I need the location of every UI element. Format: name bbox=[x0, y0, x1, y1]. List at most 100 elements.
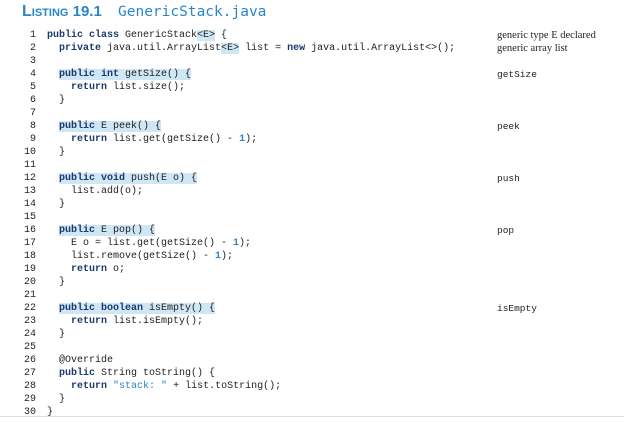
line-number: 25 bbox=[23, 342, 36, 353]
code-token: public int bbox=[59, 69, 120, 80]
code-token: } bbox=[47, 407, 54, 418]
code-token: return bbox=[71, 264, 108, 275]
code-token: 1 bbox=[233, 238, 240, 249]
code-token bbox=[47, 225, 59, 236]
line-number: 5 bbox=[29, 82, 36, 93]
code-text: } bbox=[47, 276, 65, 289]
code-text: } bbox=[47, 146, 65, 159]
code-text: return "stack: " + list.toString(); bbox=[47, 380, 281, 393]
line-number: 20 bbox=[23, 277, 36, 288]
code-text: public E pop() { bbox=[47, 224, 156, 237]
code-token: } bbox=[47, 199, 66, 210]
code-token bbox=[47, 303, 59, 314]
code-text: public boolean isEmpty() { bbox=[47, 302, 216, 315]
code-text: return list.get(getSize() - 1); bbox=[47, 133, 257, 146]
code-token bbox=[47, 121, 59, 132]
code-token bbox=[47, 134, 71, 145]
annotation: peek bbox=[497, 121, 520, 132]
line-number: 26 bbox=[23, 355, 36, 366]
code-token: list = bbox=[239, 43, 288, 54]
line-number: 6 bbox=[29, 95, 36, 106]
code-text: return o; bbox=[47, 263, 125, 276]
code-token: public boolean bbox=[59, 303, 144, 314]
code-token: 1 bbox=[239, 134, 246, 145]
code-token: <E> bbox=[221, 43, 240, 54]
annotation: isEmpty bbox=[497, 303, 537, 314]
line-number: 12 bbox=[23, 173, 36, 184]
code-token: <E> bbox=[197, 30, 216, 41]
code-token bbox=[47, 82, 71, 93]
listing-label: Listing bbox=[22, 3, 69, 20]
listing-number: 19.1 bbox=[72, 3, 102, 20]
line-number: 23 bbox=[23, 316, 36, 327]
code-text: return list.size(); bbox=[47, 81, 185, 94]
annotation: generic array list bbox=[497, 43, 568, 54]
code-text: public void push(E o) { bbox=[47, 172, 198, 185]
code-token: java.util.ArrayList<>(); bbox=[305, 43, 456, 54]
code-token: } bbox=[47, 95, 66, 106]
code-token: list.remove(getSize() - bbox=[47, 251, 216, 262]
annotation: pop bbox=[497, 225, 515, 236]
code-token: ); bbox=[239, 238, 252, 249]
code-text: } bbox=[47, 94, 65, 107]
code-token: GenericStack bbox=[119, 30, 198, 41]
line-number: 28 bbox=[23, 381, 36, 392]
code-token: getSize() { bbox=[119, 69, 192, 80]
code-token: push(E o) { bbox=[125, 173, 198, 184]
line-number: 16 bbox=[23, 225, 36, 236]
code-token: java.util.ArrayList bbox=[101, 43, 222, 54]
code-text: } bbox=[47, 393, 65, 406]
code-token: } bbox=[47, 394, 66, 405]
code-token: E pop() { bbox=[95, 225, 156, 236]
code-text: return list.isEmpty(); bbox=[47, 315, 203, 328]
code-token: return bbox=[71, 134, 108, 145]
line-number: 14 bbox=[23, 199, 36, 210]
line-number: 18 bbox=[23, 251, 36, 262]
code-token: public void bbox=[59, 173, 126, 184]
code-text: E o = list.get(getSize() - 1); bbox=[47, 237, 251, 250]
line-number: 17 bbox=[23, 238, 36, 249]
code-token: @Override bbox=[47, 355, 114, 366]
code-token: 1 bbox=[215, 251, 222, 262]
code-token bbox=[47, 316, 71, 327]
bottom-divider bbox=[0, 416, 624, 417]
code-token: E o = list.get(getSize() - bbox=[47, 238, 234, 249]
code-token: } bbox=[47, 329, 66, 340]
code-token: public bbox=[59, 121, 96, 132]
line-number: 1 bbox=[29, 30, 36, 41]
code-token: new bbox=[287, 43, 306, 54]
listing-title: Listing 19.1 GenericStack.java bbox=[22, 3, 266, 21]
code-text: public int getSize() { bbox=[47, 68, 192, 81]
code-token bbox=[47, 381, 71, 392]
code-text: public E peek() { bbox=[47, 120, 162, 133]
code-text: public class GenericStack<E> { bbox=[47, 29, 227, 42]
annotation: getSize bbox=[497, 69, 537, 80]
code-token bbox=[47, 368, 59, 379]
line-number: 7 bbox=[29, 108, 36, 119]
code-text: public String toString() { bbox=[47, 367, 215, 380]
line-number: 11 bbox=[23, 160, 36, 171]
code-token: + list.toString(); bbox=[167, 381, 282, 392]
code-token: list.add(o); bbox=[47, 186, 144, 197]
code-token: o; bbox=[107, 264, 126, 275]
line-number: 8 bbox=[29, 121, 36, 132]
code-text: } bbox=[47, 328, 65, 341]
line-number: 22 bbox=[23, 303, 36, 314]
code-token bbox=[47, 43, 59, 54]
code-token: return bbox=[71, 381, 108, 392]
line-number: 3 bbox=[29, 56, 36, 67]
annotation: generic type E declared bbox=[497, 30, 596, 41]
listing-filename: GenericStack.java bbox=[118, 4, 267, 20]
line-number: 2 bbox=[29, 43, 36, 54]
code-token: ); bbox=[221, 251, 234, 262]
line-number: 10 bbox=[23, 147, 36, 158]
code-token: public bbox=[59, 368, 96, 379]
line-number: 9 bbox=[29, 134, 36, 145]
code-text: } bbox=[47, 406, 53, 419]
line-number: 15 bbox=[23, 212, 36, 223]
code-token: list.get(getSize() - bbox=[107, 134, 240, 145]
code-token bbox=[47, 69, 59, 80]
code-text: list.add(o); bbox=[47, 185, 143, 198]
code-token: E peek() { bbox=[95, 121, 162, 132]
code-token: list.size(); bbox=[107, 82, 186, 93]
